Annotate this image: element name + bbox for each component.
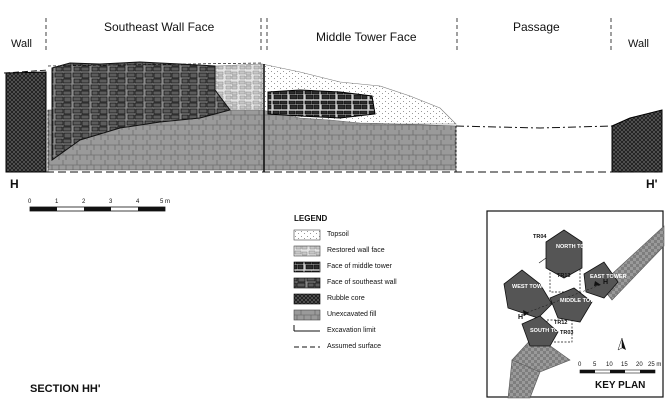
scale-tick: 5 m bbox=[160, 199, 171, 205]
key-plan-scale-tick: 25 m bbox=[648, 362, 662, 368]
key-plan-scale-tick: 15 bbox=[621, 362, 628, 368]
legend-title: LEGEND bbox=[294, 214, 328, 223]
trench-tr03-label: TR03 bbox=[560, 330, 574, 336]
middle-tower-face-label: Middle Tower Face bbox=[316, 30, 417, 44]
middle-tower-face bbox=[267, 89, 376, 119]
key-plan-title: KEY PLAN bbox=[595, 380, 646, 391]
north-arrow-icon bbox=[617, 337, 626, 351]
key-plan-scale-tick: 5 bbox=[593, 362, 597, 368]
left-rubble-core bbox=[5, 71, 47, 173]
legend-item-label: Rubble core bbox=[327, 295, 365, 302]
key-plan-towers bbox=[503, 229, 619, 347]
trench-tr12-label: TR12 bbox=[554, 320, 568, 326]
legend-swatches bbox=[293, 229, 321, 348]
scale-bar bbox=[29, 206, 166, 212]
section-marker-h: H bbox=[10, 177, 19, 191]
key-plan-scale-tick: 20 bbox=[636, 362, 643, 368]
key-plan-scale-tick: 0 bbox=[578, 362, 582, 368]
scale-tick: 4 bbox=[136, 199, 140, 205]
southeast-wall-face-label: Southeast Wall Face bbox=[104, 20, 215, 34]
section-dividers bbox=[45, 18, 612, 52]
assumed-surface-passage bbox=[455, 125, 613, 129]
east-tower-label: EAST TOWER bbox=[590, 274, 627, 280]
legend-item-label: Topsoil bbox=[327, 231, 349, 238]
passage-label: Passage bbox=[513, 20, 560, 34]
legend-item-label: Excavation limit bbox=[327, 327, 376, 334]
scale-tick: 3 bbox=[109, 199, 113, 205]
southeast-wall-face bbox=[51, 61, 231, 161]
right-rubble-core bbox=[611, 109, 663, 173]
key-plan-section-markers bbox=[523, 257, 601, 316]
assumed-surface-top bbox=[47, 62, 263, 67]
scale-tick: 1 bbox=[55, 199, 59, 205]
key-plan-h-marker: H bbox=[603, 279, 609, 286]
south-tower-label: SOUTH TOWER bbox=[530, 328, 572, 334]
scale-tick: 0 bbox=[28, 199, 32, 205]
wall-right-label: Wall bbox=[628, 38, 649, 50]
section-title: SECTION HH' bbox=[30, 383, 101, 395]
scale-tick: 2 bbox=[82, 199, 86, 205]
legend-item-label: Face of middle tower bbox=[327, 263, 392, 270]
assumed-surface-left bbox=[3, 69, 49, 74]
section-marker-h-prime: H' bbox=[646, 177, 658, 191]
key-plan-scale-tick: 10 bbox=[606, 362, 613, 368]
west-tower-label: WEST TOWER bbox=[512, 284, 550, 290]
legend-item-label: Restored wall face bbox=[327, 247, 385, 254]
middle-tower-label: MIDDLE TOWER bbox=[560, 298, 603, 304]
north-tower-label: NORTH TOWER bbox=[556, 244, 597, 250]
trench-tr04-label: TR04 bbox=[533, 234, 547, 240]
wall-left-label: Wall bbox=[11, 38, 32, 50]
legend-item-label: Assumed surface bbox=[327, 343, 382, 350]
legend-item-label: Face of southeast wall bbox=[327, 279, 397, 286]
trench-tr13-label: TR13 bbox=[557, 273, 571, 279]
key-plan-h-prime-marker: H' bbox=[518, 314, 525, 321]
key-plan-scale-bar bbox=[579, 369, 656, 374]
legend-item-label: Unexcavated fill bbox=[327, 311, 377, 318]
